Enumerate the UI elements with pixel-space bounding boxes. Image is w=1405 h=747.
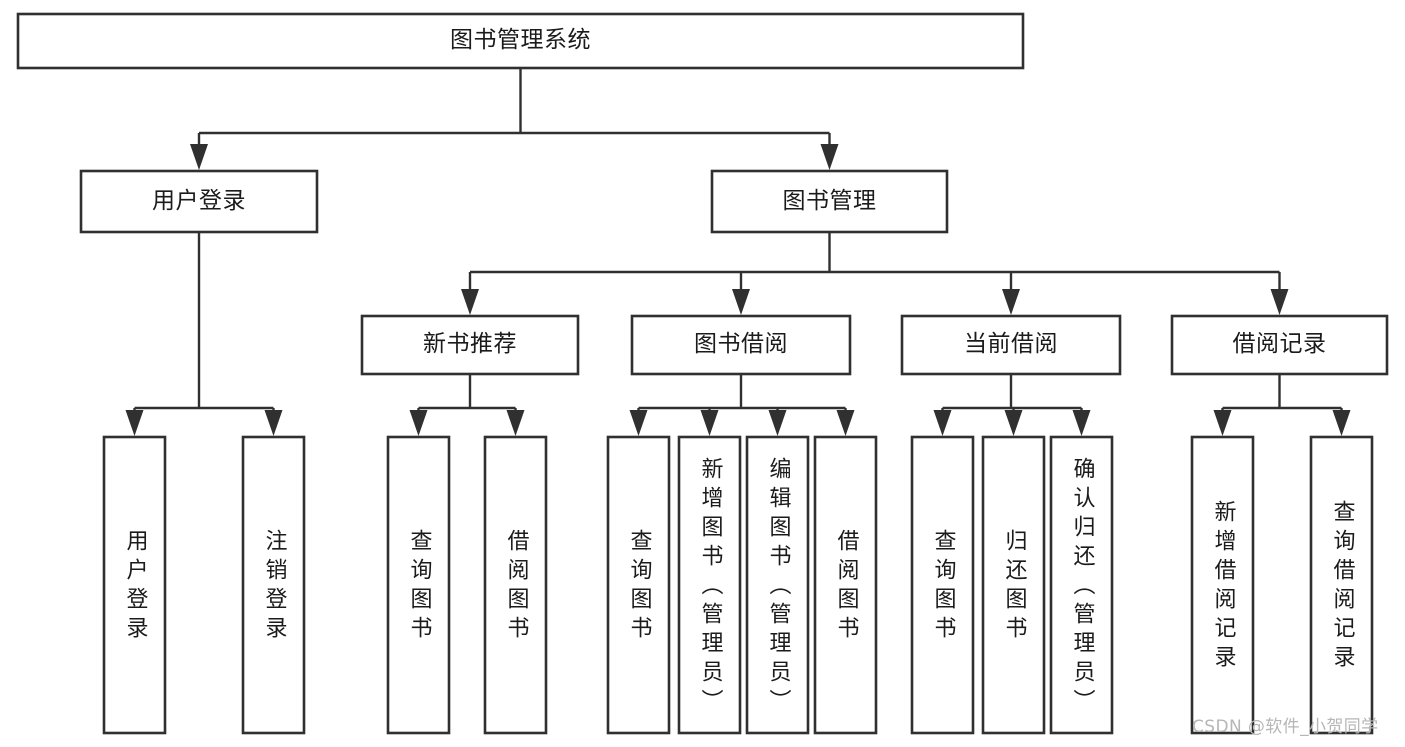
edge-arrowhead bbox=[629, 410, 648, 436]
edge-arrowhead bbox=[933, 410, 952, 436]
edge-layer bbox=[125, 68, 1351, 436]
node-box-user-login[interactable] bbox=[79, 169, 319, 234]
edge-arrowhead bbox=[768, 410, 787, 436]
edge-arrowhead bbox=[732, 289, 750, 315]
edge-arrowhead bbox=[264, 410, 283, 436]
edge-arrowhead bbox=[409, 410, 428, 436]
box-layer bbox=[16, 12, 1389, 735]
edge-arrowhead bbox=[1002, 289, 1020, 315]
node-box-borrow-record[interactable] bbox=[1170, 314, 1389, 376]
edge-arrowhead bbox=[700, 410, 719, 436]
node-box-leaf-query-book-2[interactable] bbox=[606, 435, 671, 735]
edge-arrowhead bbox=[820, 144, 839, 170]
edge-arrowhead bbox=[125, 410, 144, 436]
edge-arrowhead bbox=[1332, 410, 1351, 436]
edge-arrowhead bbox=[461, 289, 479, 315]
edge-arrowhead bbox=[836, 410, 855, 436]
node-box-leaf-query-book-3[interactable] bbox=[910, 435, 975, 735]
node-box-new-book-rec[interactable] bbox=[360, 314, 580, 376]
edge-arrowhead bbox=[1213, 410, 1232, 436]
node-box-leaf-logout[interactable] bbox=[241, 435, 306, 735]
node-box-leaf-query-record[interactable] bbox=[1309, 435, 1374, 735]
edge-arrowhead bbox=[1072, 410, 1091, 436]
edge-arrowhead bbox=[190, 144, 208, 170]
node-box-leaf-return-book[interactable] bbox=[981, 435, 1046, 735]
node-box-leaf-query-book-1[interactable] bbox=[386, 435, 451, 735]
node-box-leaf-confirm-return[interactable] bbox=[1049, 435, 1114, 735]
node-box-leaf-user-login[interactable] bbox=[102, 435, 167, 735]
node-box-book-manage[interactable] bbox=[710, 169, 949, 234]
node-box-leaf-add-book[interactable] bbox=[677, 435, 742, 735]
edge-arrowhead bbox=[506, 410, 525, 436]
node-box-leaf-borrow-book-2[interactable] bbox=[813, 435, 878, 735]
edge-arrowhead bbox=[1004, 410, 1023, 436]
node-box-leaf-add-record[interactable] bbox=[1190, 435, 1255, 735]
node-box-book-borrow[interactable] bbox=[630, 314, 852, 376]
node-box-current-borrow[interactable] bbox=[900, 314, 1122, 376]
edge-arrowhead bbox=[1270, 289, 1289, 315]
node-box-leaf-borrow-book-1[interactable] bbox=[483, 435, 548, 735]
node-box-root[interactable] bbox=[16, 12, 1025, 70]
node-box-leaf-edit-book[interactable] bbox=[745, 435, 810, 735]
